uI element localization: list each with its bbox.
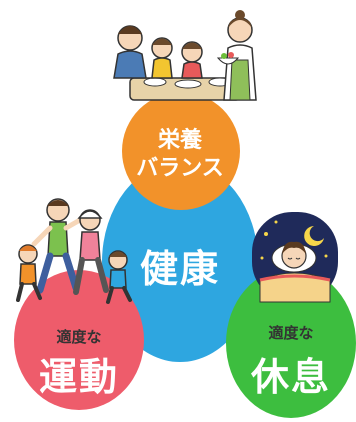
exercise-label-big: 運動 [38,355,119,399]
family-running-icon [16,198,132,304]
nutrition-label-line2: バランス [136,156,224,181]
exercise-circle [14,270,144,410]
nutrition-circle [122,92,240,210]
rest-label-big: 休息 [250,355,331,399]
health-label: 健康 [139,247,220,291]
nutrition-label-line1: 栄養 [157,128,202,153]
family-dining-icon [113,10,257,101]
sleeping-person-icon [252,212,338,303]
exercise-label-small: 適度な [56,328,102,346]
rest-label-small: 適度な [268,324,314,342]
